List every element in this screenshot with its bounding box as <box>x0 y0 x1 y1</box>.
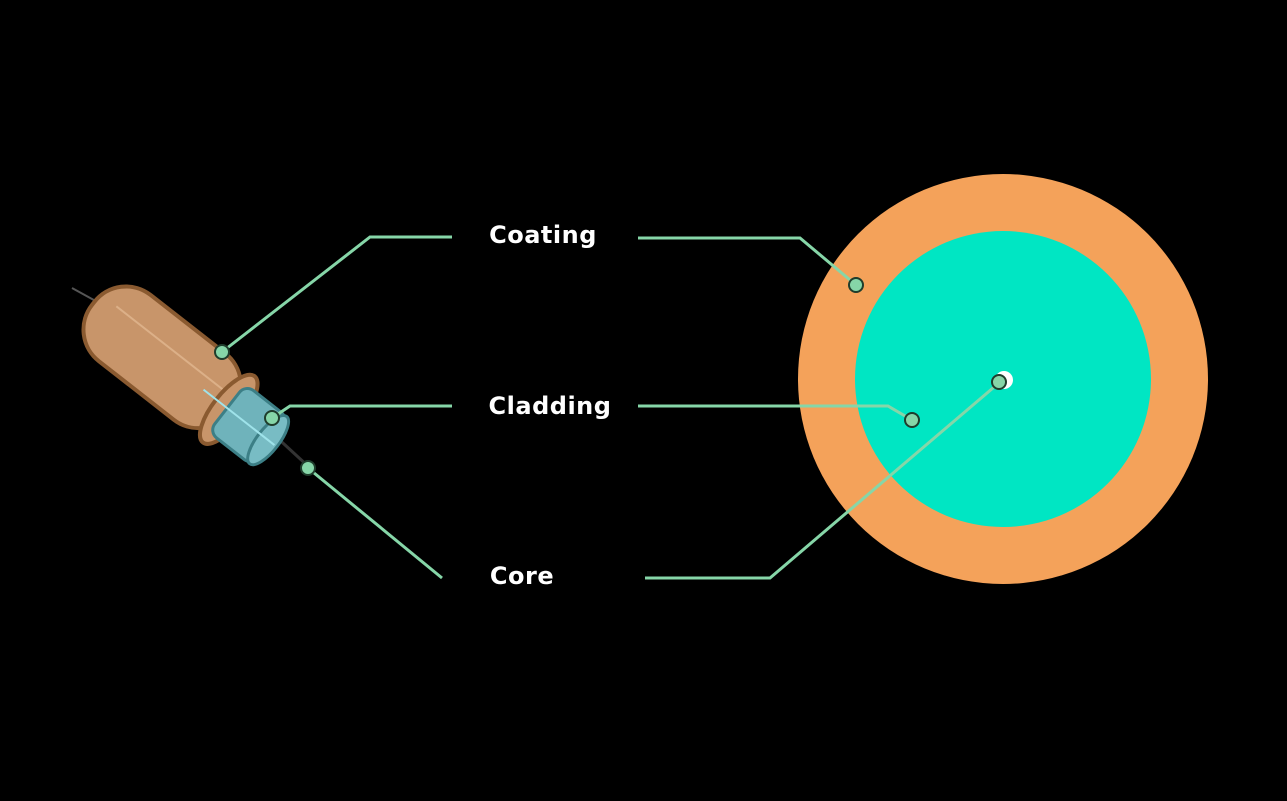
dot-cladding-section <box>904 412 920 428</box>
dot-coating-cable <box>214 344 230 360</box>
label-coating: Coating <box>489 221 597 249</box>
dot-cladding-cable <box>264 410 280 426</box>
leader-core-left <box>307 466 443 580</box>
leader-coating-right <box>638 236 857 287</box>
cable-core-line <box>202 388 276 446</box>
dot-core-section <box>991 374 1007 390</box>
dot-coating-section <box>848 277 864 293</box>
label-core: Core <box>490 562 554 590</box>
leader-cladding-right <box>638 404 913 422</box>
leader-dots <box>214 277 1007 476</box>
fiber-cable-illustration <box>71 284 312 470</box>
dot-core-cable <box>300 460 316 476</box>
label-cladding: Cladding <box>489 392 612 420</box>
leader-cladding-left <box>271 404 452 420</box>
cable-coating-highlight <box>115 305 228 394</box>
leader-coating-left <box>221 235 452 354</box>
leader-core-right <box>645 380 1001 580</box>
